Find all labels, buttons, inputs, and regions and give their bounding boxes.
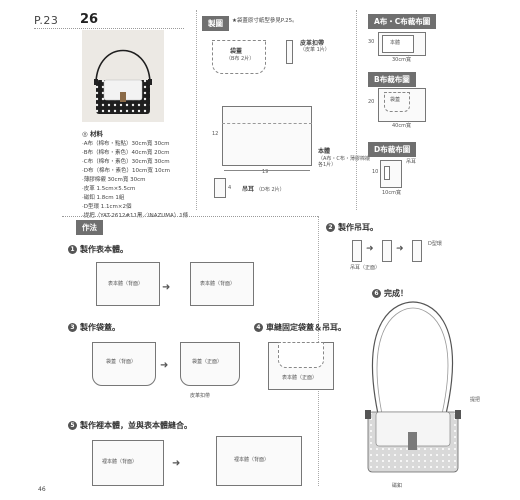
arrow-right-icon: ➜ — [396, 244, 404, 254]
step-2-d-ring-label: D型環 — [428, 241, 442, 247]
step-4-label: 表本體（正面） — [282, 375, 318, 381]
material-item: ‧A布（棉布・點點）30cm寬 30cm — [82, 141, 170, 147]
materials-list: ‧A布（棉布・點點）30cm寬 30cm ‧B布（棉布・素色）40cm寬 20c… — [82, 140, 194, 221]
flap-label: 袋蓋 — [230, 48, 243, 55]
arrow-right-icon: ➜ — [160, 360, 169, 371]
layout-b-tab: B布裁布圖 — [368, 72, 416, 87]
tab-pattern — [214, 178, 226, 198]
finished-bag-illustration — [338, 296, 488, 482]
body-pattern — [222, 106, 312, 166]
cutting-note: ★袋蓋原寸紙型參見P.25。 — [232, 18, 298, 24]
layout-a-c-piece — [382, 35, 414, 53]
step-3-diagram-left — [92, 342, 156, 386]
bag-photo-illustration — [82, 30, 164, 122]
material-item: ‧磁釦 1.8cm 1組 — [82, 195, 125, 201]
step-2-diagram-c — [412, 240, 422, 262]
body-width-line — [224, 170, 310, 171]
layout-d-piece — [384, 166, 390, 180]
step-5-label-left: 裡本體（背面） — [102, 459, 138, 465]
body-height-label: 12 — [212, 131, 219, 137]
header-rule — [34, 28, 184, 29]
step-2-number: 2 — [326, 223, 335, 232]
step-5-diagram-left — [92, 440, 164, 486]
step-2-diagram-b — [382, 240, 392, 262]
layout-d-tab: D布裁布圖 — [368, 142, 417, 157]
step-2-tab-label: 吊耳（正面） — [350, 265, 381, 271]
flap-pattern — [212, 40, 266, 74]
step-4-flap — [278, 342, 324, 368]
body-fold-line — [222, 106, 312, 124]
step-3-diagram-right — [180, 342, 240, 386]
instructions-tab: 作法 — [76, 220, 103, 235]
arrow-right-icon: ➜ — [172, 458, 181, 469]
step-5-label-right: 裡本體（背面） — [234, 457, 270, 463]
leather-strap-sub-label: （皮革 1片） — [300, 47, 330, 53]
step-1-diagram-right — [190, 262, 254, 306]
layout-a-c-width: 30cm寬 — [392, 57, 411, 63]
layout-d-piece-label: 吊耳 — [406, 159, 417, 165]
flap-sub-label: （B布 2片） — [226, 56, 255, 62]
tab-label: 吊耳 — [242, 186, 255, 193]
arrow-right-icon: ➜ — [366, 244, 374, 254]
arrow-right-icon: ➜ — [162, 282, 171, 293]
material-item: ‧D布（棉布・素色）10cm寬 10cm — [82, 168, 170, 174]
tab-sub-label: （D布 2片） — [256, 187, 285, 193]
step-6-magnet-label: 磁釦 — [392, 483, 403, 489]
project-number: 26 — [80, 12, 99, 27]
layout-b-piece-label: 袋蓋 — [390, 97, 401, 103]
materials-section: ◎ 材料 ‧A布（棉布・點點）30cm寬 30cm ‧B布（棉布・素色）40cm… — [82, 128, 194, 221]
page-number: 46 — [38, 486, 46, 493]
instructions-rule — [62, 216, 318, 217]
material-item: ‧D型環 1.1cm×2個 — [82, 204, 132, 210]
material-item: ‧薄膠棉襯 30cm寬 30cm — [82, 177, 146, 183]
step-1-diagram-left — [96, 262, 160, 306]
page-label: P.23 — [34, 14, 59, 27]
leather-strap-label: 皮革扣帶 — [300, 40, 325, 47]
layout-a-c-tab: A布・C布裁布圖 — [368, 14, 437, 29]
layout-a-c-piece-label: 本體 — [390, 40, 401, 46]
layout-b-piece — [384, 92, 410, 112]
step-5-number: 5 — [68, 421, 77, 430]
finished-bag-svg — [365, 301, 461, 473]
material-item: ‧B布（棉布・素色）40cm寬 20cm — [82, 150, 170, 156]
layout-b-width: 40cm寬 — [392, 123, 411, 129]
step-1-label-left: 表本體（背面） — [108, 281, 144, 287]
step-3-number: 3 — [68, 323, 77, 332]
material-item: ‧皮革 1.5cm×5.5cm — [82, 186, 136, 192]
layout-a-c-height: 30 — [368, 39, 375, 45]
step-6-handle-label: 提把 — [470, 397, 481, 403]
step-4-number: 4 — [254, 323, 263, 332]
step-2-diagram-a — [352, 240, 362, 262]
step-6-number: 6 — [372, 289, 381, 298]
step-5-diagram-right — [216, 436, 302, 486]
step-3-leather-label: 皮革扣帶 — [190, 393, 211, 399]
column-divider — [356, 10, 357, 210]
cutting-diagram-tab: 製圖 — [202, 16, 229, 31]
material-item: ‧C布（棉布・素色）30cm寬 30cm — [82, 159, 170, 165]
body-label: 本體 — [318, 148, 331, 155]
step-3-label-left: 袋蓋（背面） — [106, 359, 137, 365]
layout-b-height: 20 — [368, 99, 375, 105]
layout-d-height: 10 — [372, 169, 379, 175]
step-1-number: 1 — [68, 245, 77, 254]
materials-title: ◎ 材料 — [82, 130, 103, 138]
leather-strap-pattern — [286, 40, 293, 64]
tab-height-label: 4 — [228, 185, 232, 191]
body-width-label: 19 — [262, 169, 269, 175]
layout-d-width: 10cm寬 — [382, 190, 401, 196]
column-divider — [196, 10, 197, 210]
body-sub-label: （A布・C布・薄膠棉襯 各1片） — [318, 156, 370, 168]
step-1-label-right: 表本體（背面） — [200, 281, 236, 287]
step-3-label-right: 袋蓋（正面） — [192, 359, 223, 365]
product-photo — [82, 30, 164, 122]
